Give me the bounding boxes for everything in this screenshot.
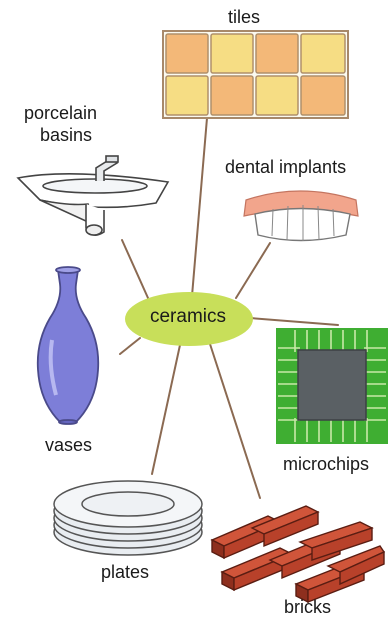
label-porcelain-basins-line1: porcelain [24,104,97,124]
connector-plates [152,345,180,474]
plates-illustration [54,481,202,555]
microchip-illustration [276,328,388,444]
label-bricks: bricks [284,598,331,618]
vase-illustration [38,267,99,424]
bricks-illustration [212,506,384,602]
label-porcelain-basins-line2: basins [40,126,92,146]
label-microchips: microchips [283,455,369,475]
connector-tiles [192,118,207,296]
label-vases: vases [45,436,92,456]
label-dental-implants: dental implants [225,158,346,178]
connector-basins [122,240,148,298]
connector-dental [236,243,270,298]
connector-microchips [250,318,338,325]
connector-vases [120,338,140,354]
connector-bricks [210,344,260,498]
dental-implant-illustration [244,191,358,241]
label-plates: plates [101,563,149,583]
basin-illustration [18,156,168,235]
label-ceramics: ceramics [122,306,254,328]
tiles-illustration [163,31,348,118]
label-tiles: tiles [228,8,260,28]
